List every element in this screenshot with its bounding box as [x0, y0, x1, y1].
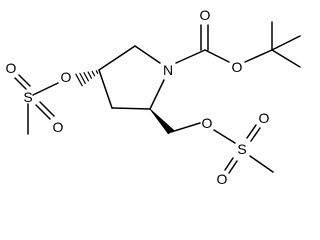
bond-ring-n-c2: [149, 79, 165, 110]
bond-s-right-methyl: [249, 155, 274, 173]
atom-s-left: S: [23, 89, 32, 105]
atom-o-s-left-top: O: [6, 60, 17, 76]
bond-ring-c3-c4: [98, 69, 113, 109]
bond-oester-tbu: [244, 49, 273, 63]
atom-n-ring: N: [163, 62, 173, 78]
bond-o-s-right: [213, 129, 236, 144]
solid-wedge-c2-ch2: [149, 108, 175, 135]
atom-o-s-left-bottom: O: [53, 119, 64, 135]
bond-o-s-left: [32, 82, 59, 96]
atom-o-ester: O: [232, 59, 243, 75]
atom-label-layer: O O N O S O O O S O O: [6, 7, 270, 187]
bond-ring-c4-ch2top: [98, 45, 136, 71]
atom-o-ch2: O: [202, 115, 213, 131]
bond-ch2-o: [170, 122, 201, 133]
bond-s-left-o-bottom-a: [35, 104, 51, 120]
bond-carbonyl-n: [175, 49, 206, 64]
bond-s-right-o-bottom-a: [224, 157, 234, 171]
bond-s-right-o-top-b: [250, 127, 261, 142]
bond-s-left-o-top-a: [14, 77, 27, 90]
bond-s-right-o-top-a: [246, 124, 257, 139]
bond-layer: [14, 21, 301, 174]
bond-tbu-me-bottom: [271, 49, 301, 68]
atom-o-ring-substituent: O: [61, 69, 72, 85]
bond-ring-ch2top-n: [134, 45, 161, 64]
bond-s-left-o-bottom-b: [39, 101, 55, 117]
bond-ring-c2-c3: [111, 107, 151, 110]
atom-o-s-right-top: O: [259, 110, 270, 126]
atom-o-carbonyl: O: [200, 7, 211, 23]
molecule-svg: O O N O S O O O S O O: [6, 7, 301, 187]
bond-tbu-me-right: [271, 35, 301, 51]
structure-diagram: O O N O S O O O S O O: [6, 7, 301, 187]
atom-o-s-right-bottom: O: [217, 171, 228, 187]
atom-s-right: S: [237, 141, 246, 157]
hashed-wedge-c4-o: [75, 70, 99, 87]
bond-s-right-o-bottom-b: [228, 160, 238, 174]
bond-carbonyl-oester: [204, 49, 230, 63]
bond-s-left-o-top-b: [18, 74, 31, 87]
